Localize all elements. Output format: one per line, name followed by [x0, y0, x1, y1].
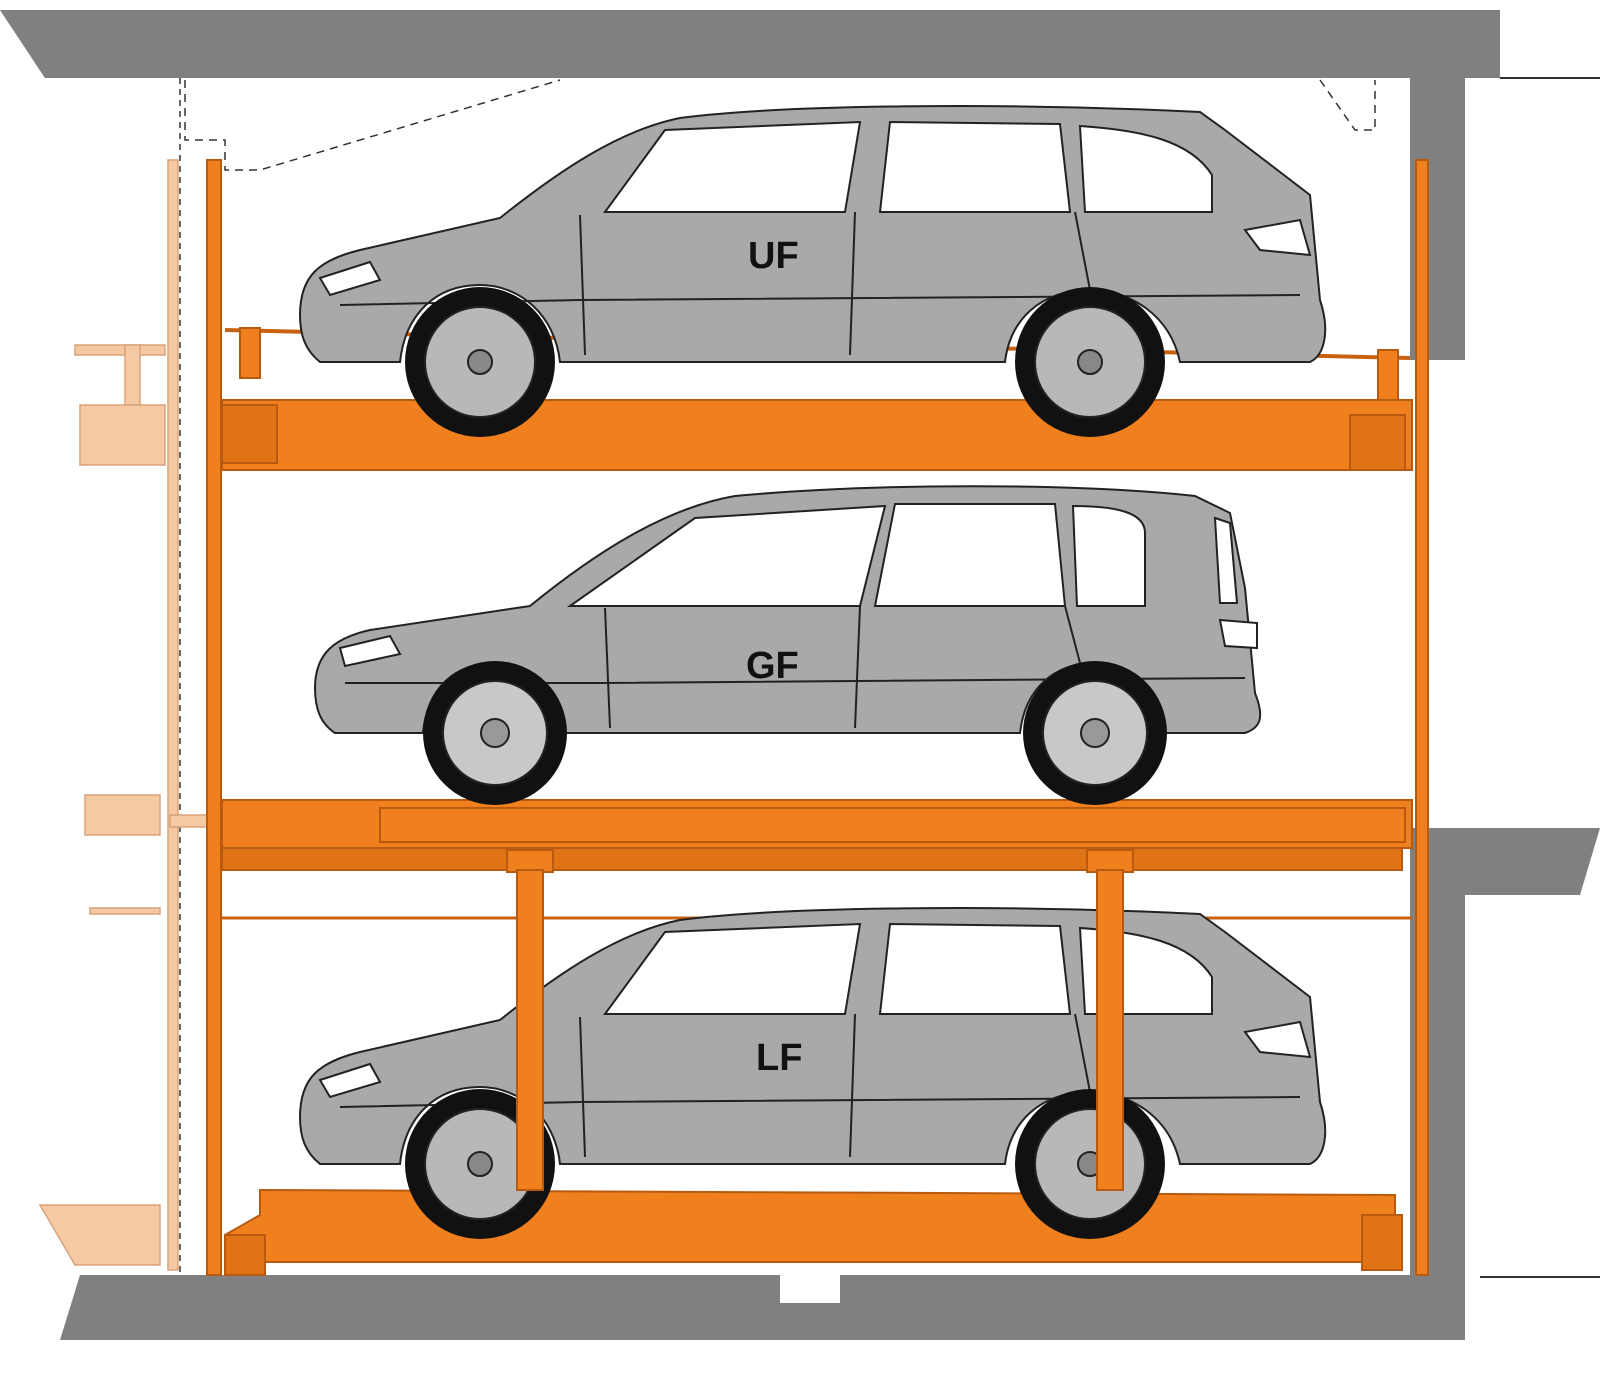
lf-platform — [224, 1188, 1396, 1263]
car-lf — [299, 907, 1327, 1240]
level-label-lf: LF — [756, 1037, 802, 1079]
car-uf — [299, 105, 1327, 438]
gf-supports-front — [516, 869, 1124, 1191]
neighbor-system — [38, 159, 211, 1271]
building-structure — [0, 10, 1600, 1340]
level-label-uf: UF — [748, 235, 799, 277]
uf-platform — [221, 399, 1413, 471]
level-label-gf: GF — [746, 645, 799, 687]
left-post — [206, 159, 222, 1276]
floor-slab — [60, 1275, 1465, 1340]
right-post — [1415, 159, 1429, 1276]
